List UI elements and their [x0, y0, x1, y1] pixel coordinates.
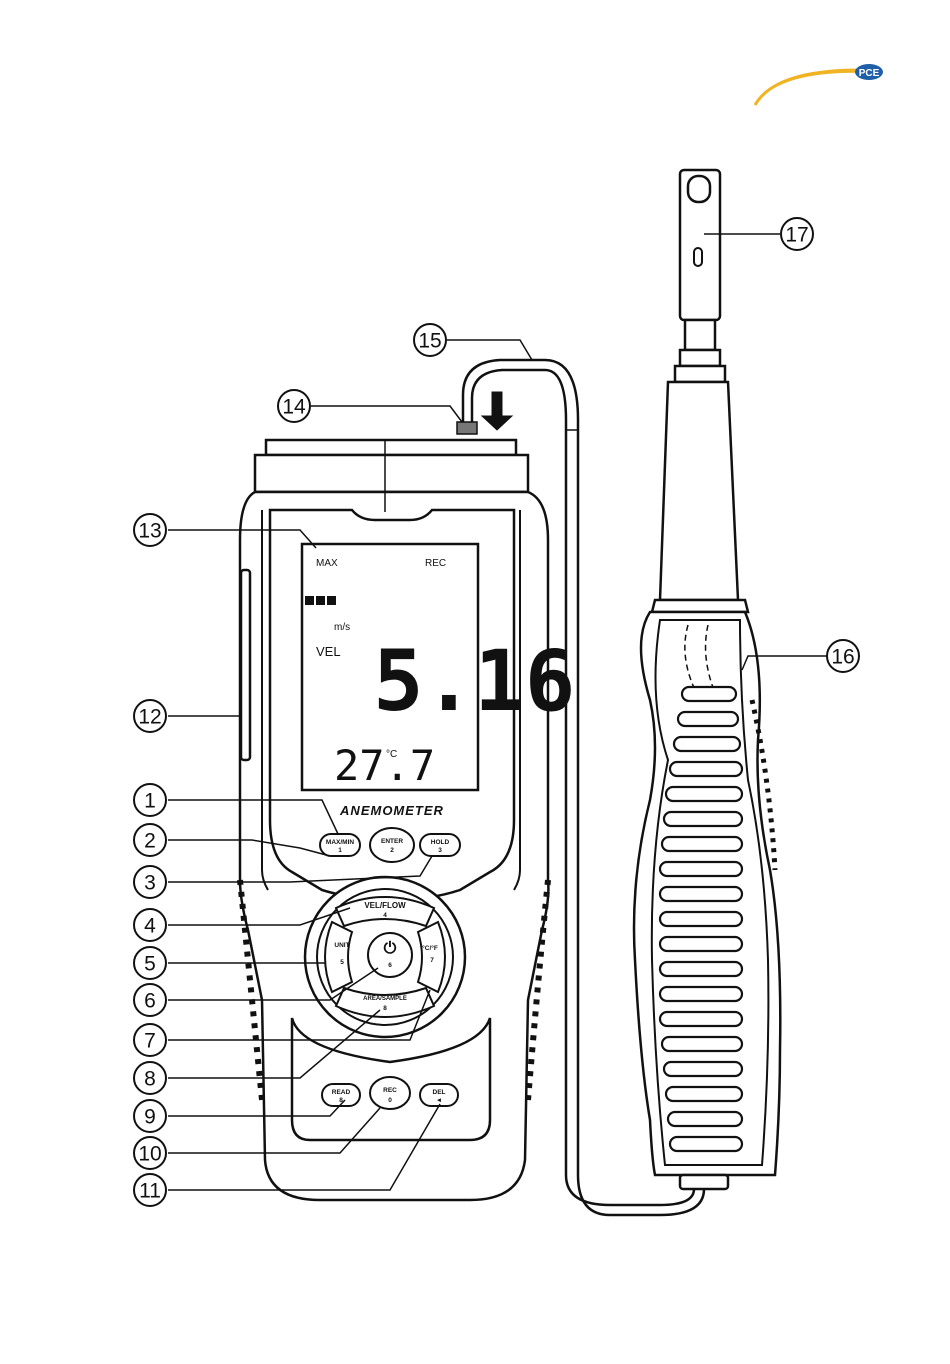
- svg-text:4: 4: [383, 912, 387, 919]
- svg-text:17: 17: [785, 224, 808, 247]
- callout-17: 17: [781, 218, 813, 250]
- svg-text:6: 6: [388, 962, 392, 969]
- svg-text:3: 3: [144, 872, 156, 895]
- pce-logo: PCE: [755, 64, 883, 105]
- svg-text:◄: ◄: [436, 1097, 442, 1104]
- svg-text:6: 6: [144, 990, 156, 1013]
- battery-icon: [305, 596, 336, 605]
- unit-button[interactable]: UNIT 5: [325, 922, 352, 992]
- svg-text:ENTER: ENTER: [381, 838, 403, 845]
- callout-4: 4: [134, 909, 166, 941]
- svg-text:HOLD: HOLD: [431, 839, 450, 846]
- svg-text:12: 12: [138, 706, 161, 729]
- svg-text:°C/°F: °C/°F: [422, 944, 438, 952]
- svg-text:AREA/SAMPLE: AREA/SAMPLE: [363, 996, 407, 1002]
- callout-12: 12: [134, 700, 166, 732]
- svg-text:9: 9: [144, 1106, 156, 1129]
- callout-10: 10: [134, 1137, 166, 1169]
- callout-7: 7: [134, 1024, 166, 1056]
- lcd-mode-label: VEL: [316, 644, 341, 659]
- svg-text:READ: READ: [332, 1089, 351, 1096]
- hold-button[interactable]: HOLD 3: [420, 834, 460, 856]
- svg-text:5: 5: [340, 959, 344, 966]
- svg-text:VEL/FLOW: VEL/FLOW: [364, 901, 406, 910]
- lcd-rec-indicator: REC: [425, 558, 446, 569]
- svg-text:4: 4: [144, 915, 156, 938]
- del-button[interactable]: DEL ◄: [420, 1084, 458, 1106]
- callout-16: 16: [827, 640, 859, 672]
- svg-text:3: 3: [438, 847, 442, 854]
- svg-text:UNIT: UNIT: [334, 942, 349, 949]
- svg-text:14: 14: [282, 396, 306, 419]
- svg-text:1: 1: [144, 790, 156, 813]
- svg-text:10: 10: [138, 1143, 161, 1166]
- max-min-button[interactable]: MAX/MIN 1: [320, 834, 360, 856]
- svg-text:1: 1: [338, 847, 342, 854]
- callout-1: 1: [134, 784, 166, 816]
- callout-15: 15: [414, 324, 446, 356]
- svg-text:7: 7: [430, 957, 434, 964]
- lcd-max-indicator: MAX: [316, 558, 338, 569]
- svg-text:15: 15: [418, 330, 441, 353]
- svg-text:7: 7: [144, 1030, 156, 1053]
- logo-text: PCE: [859, 68, 880, 79]
- callout-13: 13: [134, 514, 166, 546]
- temp-unit-button[interactable]: °C/°F 7: [418, 922, 445, 992]
- svg-text:5: 5: [144, 953, 156, 976]
- svg-text:13: 13: [138, 520, 161, 543]
- svg-text:2: 2: [144, 830, 156, 853]
- svg-text:2: 2: [390, 847, 394, 854]
- probe: [634, 170, 780, 1189]
- enter-button[interactable]: ENTER 2: [370, 828, 414, 862]
- lcd-secondary-unit: °C: [386, 749, 397, 760]
- callout-14: 14: [278, 390, 310, 422]
- svg-text:MAX/MIN: MAX/MIN: [326, 839, 354, 846]
- lcd-unit-velocity: m/s: [334, 622, 350, 633]
- power-icon: ⏻: [384, 940, 397, 957]
- svg-text:11: 11: [139, 1180, 161, 1203]
- lcd-primary-reading: 5.16: [373, 632, 575, 730]
- callout-2: 2: [134, 824, 166, 856]
- rec-button[interactable]: REC 0: [370, 1077, 410, 1109]
- svg-text:REC: REC: [383, 1087, 397, 1094]
- svg-text:16: 16: [831, 646, 854, 669]
- svg-text:DEL: DEL: [433, 1089, 446, 1096]
- svg-text:8: 8: [383, 1005, 387, 1012]
- read-button[interactable]: READ 8: [322, 1084, 360, 1106]
- device-title: ANEMOMETER: [339, 803, 444, 818]
- callout-8: 8: [134, 1062, 166, 1094]
- callout-9: 9: [134, 1100, 166, 1132]
- callout-5: 5: [134, 947, 166, 979]
- callout-3: 3: [134, 866, 166, 898]
- svg-text:0: 0: [388, 1097, 392, 1104]
- svg-text:8: 8: [144, 1068, 156, 1091]
- lcd-secondary-reading: 27.7: [334, 741, 435, 790]
- callout-11: 11: [134, 1174, 166, 1206]
- callout-6: 6: [134, 984, 166, 1016]
